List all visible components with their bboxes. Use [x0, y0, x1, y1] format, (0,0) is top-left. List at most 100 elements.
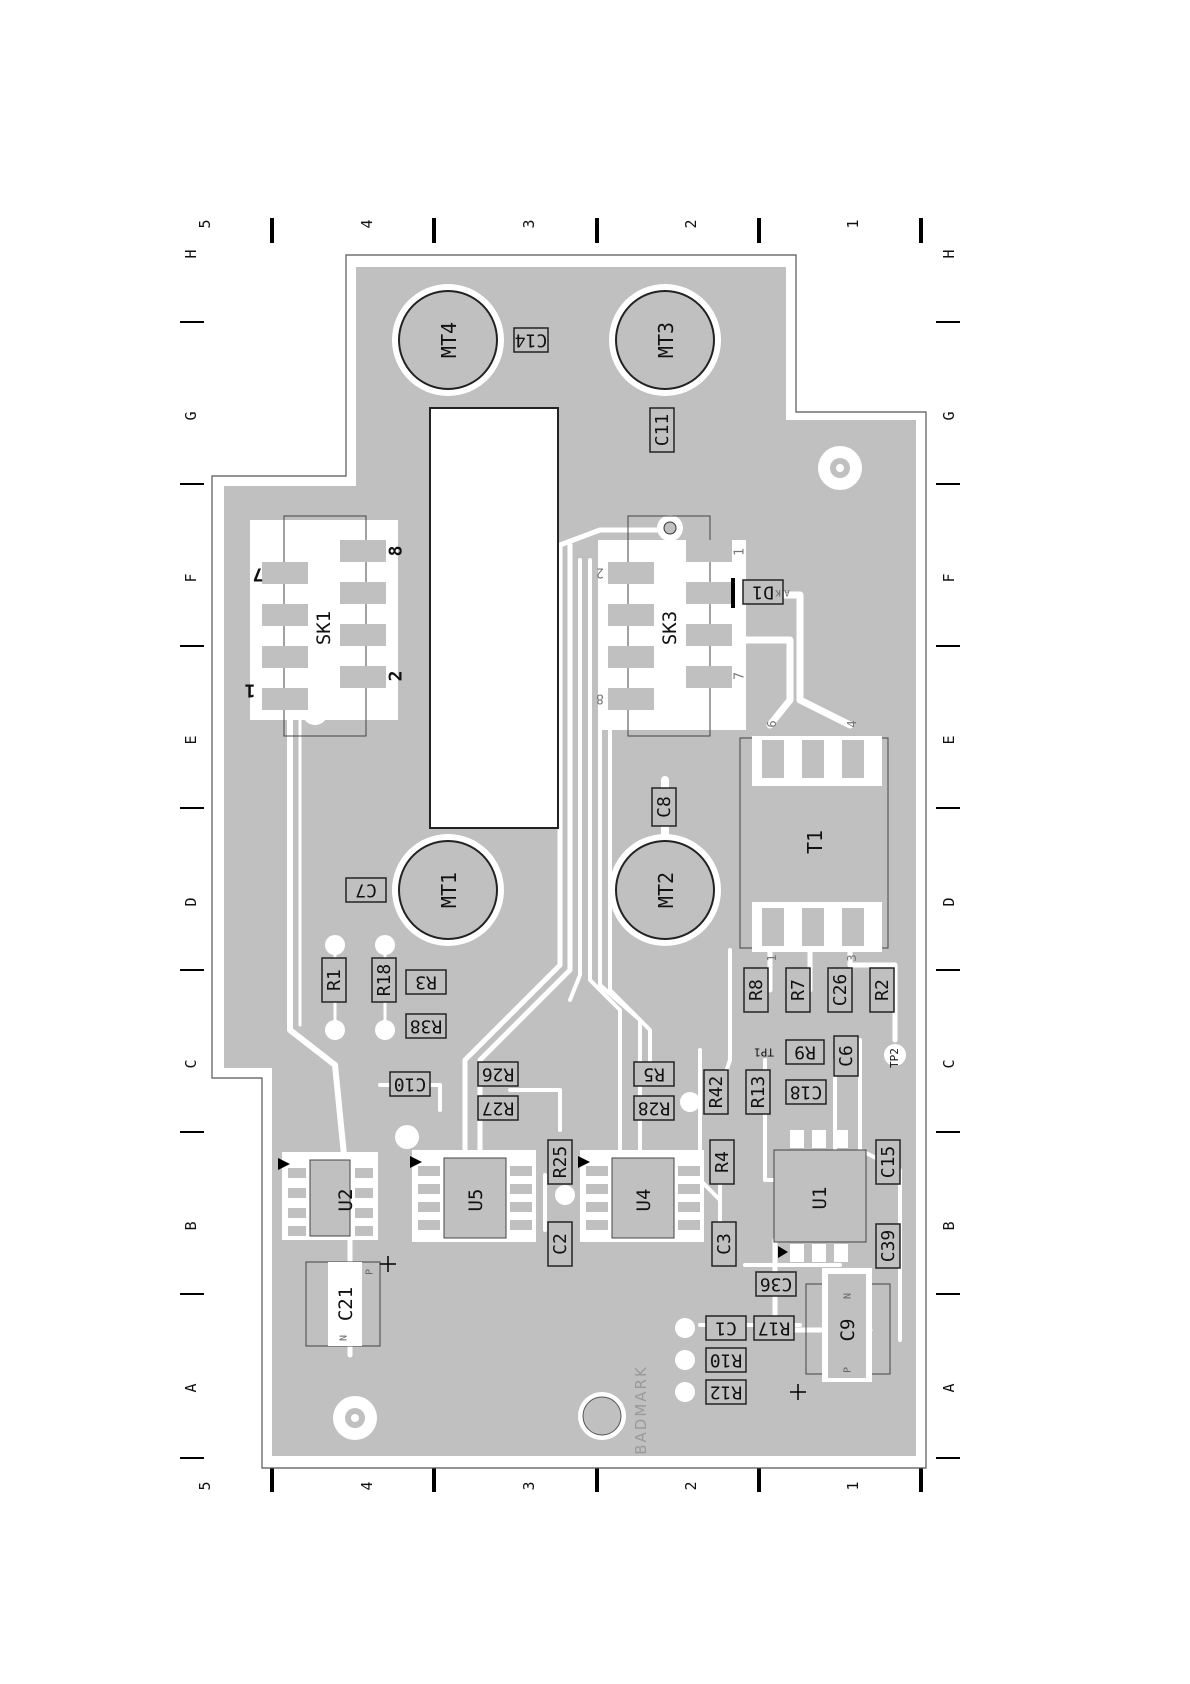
label-c8: C8 [654, 796, 675, 818]
row-label-g-right: G [940, 411, 958, 420]
label-r8: R8 [746, 979, 767, 1001]
column-labels-top: 5 4 3 2 1 [196, 219, 862, 228]
label-c9: C9 [837, 1319, 859, 1342]
via-c1 [675, 1318, 695, 1338]
label-u2: U2 [335, 1189, 357, 1212]
column-labels-bottom: 5 4 3 2 1 [196, 1481, 862, 1490]
row-label-f-right: F [940, 573, 958, 582]
label-mt2: MT2 [654, 872, 678, 908]
row-label-e-right: E [940, 735, 958, 744]
row-label-c-right: C [940, 1059, 958, 1068]
label-r7: R7 [788, 979, 809, 1001]
label-r25: R25 [550, 1146, 571, 1179]
pin-d1-k: K [775, 587, 781, 597]
row-label-d-left: D [182, 897, 200, 906]
row-label-f-left: F [182, 573, 200, 582]
label-r28: R28 [638, 1098, 671, 1119]
label-c7: C7 [355, 880, 377, 901]
via-r18-top [375, 935, 395, 955]
label-c26: C26 [830, 974, 851, 1007]
row-label-g-left: G [182, 411, 200, 420]
label-sk3: SK3 [659, 611, 681, 645]
label-r17: R17 [758, 1318, 791, 1339]
label-r13: R13 [748, 1076, 769, 1109]
label-u4: U4 [633, 1189, 655, 1212]
pin-sk3-2: 2 [596, 565, 604, 580]
label-r4: R4 [712, 1151, 733, 1173]
label-c36: C36 [760, 1274, 793, 1295]
pin-c9-n: N [843, 1293, 854, 1299]
pin-c21-p: P [365, 1269, 376, 1275]
label-c1: C1 [715, 1318, 737, 1339]
via-u4-left [555, 1185, 575, 1205]
row-label-h-right: H [940, 249, 958, 258]
label-t1: T1 [803, 830, 827, 854]
label-tp2: TP2 [888, 1048, 901, 1068]
label-c14: C14 [515, 330, 548, 351]
pin-sk3-8: 8 [596, 691, 604, 706]
pin-t1-3: 3 [845, 954, 859, 961]
via-r10 [675, 1350, 695, 1370]
label-sk1: SK1 [313, 611, 335, 645]
label-tp1: TP1 [754, 1046, 774, 1059]
col-label-2-bottom: 2 [682, 1481, 700, 1490]
label-r27: R27 [482, 1098, 515, 1119]
label-r12: R12 [710, 1382, 743, 1403]
row-label-c-left: C [182, 1059, 200, 1068]
label-c10: C10 [394, 1074, 427, 1095]
label-c15: C15 [878, 1146, 899, 1179]
pin-t1-1: 1 [765, 954, 779, 961]
label-u5: U5 [465, 1189, 487, 1212]
label-r18: R18 [374, 964, 395, 997]
label-c18: C18 [790, 1082, 823, 1103]
row-label-b-left: B [182, 1221, 200, 1230]
pin-t1-4: 4 [845, 720, 859, 727]
via-r1-top [325, 935, 345, 955]
via-r28 [680, 1092, 700, 1112]
col-label-2-top: 2 [682, 219, 700, 228]
label-r1: R1 [324, 969, 345, 991]
col-label-3-top: 3 [520, 219, 538, 228]
label-r10: R10 [710, 1350, 743, 1371]
label-mt1: MT1 [437, 872, 461, 908]
label-r9: R9 [794, 1042, 816, 1063]
col-label-5-top: 5 [196, 219, 214, 228]
label-r26: R26 [482, 1064, 515, 1085]
row-label-e-left: E [182, 735, 200, 744]
col-label-1-top: 1 [844, 219, 862, 228]
pin-t1-6: 6 [765, 720, 779, 727]
pin-d1-a: A [784, 587, 790, 597]
row-labels-left: H G F E D C B A [182, 249, 200, 1392]
label-c21: C21 [335, 1287, 357, 1321]
col-label-3-bottom: 3 [520, 1481, 538, 1490]
d1-cathode-bar [731, 578, 735, 608]
label-c6: C6 [836, 1045, 857, 1067]
row-label-b-right: B [940, 1221, 958, 1230]
via-u5 [395, 1125, 419, 1149]
label-r38: R38 [410, 1016, 443, 1037]
col-label-4-top: 4 [358, 219, 376, 228]
pin-sk1-2: 2 [386, 671, 407, 682]
via-r1-bottom [325, 1020, 345, 1040]
row-label-a-right: A [940, 1383, 958, 1392]
row-label-h-left: H [182, 249, 200, 258]
via-r18-bottom [375, 1020, 395, 1040]
label-c2: C2 [550, 1233, 571, 1255]
row-labels-right: H G F E D C B A [940, 249, 958, 1392]
label-mt3: MT3 [654, 322, 678, 358]
col-label-5-bottom: 5 [196, 1481, 214, 1490]
col-label-1-bottom: 1 [844, 1481, 862, 1490]
label-u1: U1 [809, 1187, 831, 1210]
label-r42: R42 [706, 1076, 727, 1109]
row-label-a-left: A [182, 1383, 200, 1392]
pin-sk1-8: 8 [386, 546, 407, 557]
col-label-4-bottom: 4 [358, 1481, 376, 1490]
pin-sk1-1: 1 [245, 680, 256, 701]
label-r5: R5 [643, 1064, 665, 1085]
label-c3: C3 [714, 1233, 735, 1255]
via-r12 [675, 1382, 695, 1402]
pin-sk3-7: 7 [733, 672, 748, 680]
label-mt4: MT4 [437, 322, 461, 358]
label-r2: R2 [872, 979, 893, 1001]
